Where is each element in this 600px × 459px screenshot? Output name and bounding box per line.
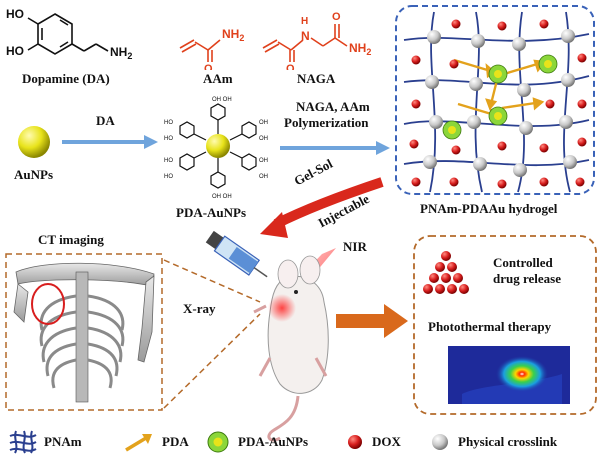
naga-nh2-sub: 2 bbox=[366, 47, 371, 57]
aam-o: O bbox=[204, 63, 213, 70]
ct-connector bbox=[163, 259, 261, 409]
dopamine-ho-top: HO bbox=[6, 7, 24, 21]
naga-label: NAGA bbox=[297, 71, 336, 86]
dopamine-nh2-sub: 2 bbox=[127, 51, 132, 61]
hydrogel-label: PNAm-PDAAu hydrogel bbox=[420, 201, 558, 216]
aunps-label: AuNPs bbox=[14, 167, 54, 182]
naga-nh2: NH bbox=[349, 41, 366, 55]
svg-text:OH OH: OH OH bbox=[212, 97, 232, 103]
therapy-arrow bbox=[336, 304, 408, 338]
dopamine-ho-bottom: HO bbox=[6, 44, 24, 58]
da-arrow bbox=[62, 135, 158, 149]
svg-text:NH2: NH2 bbox=[110, 45, 132, 61]
pda-aunps-label: PDA-AuNPs bbox=[176, 205, 247, 220]
svg-text:HO: HO bbox=[164, 136, 173, 142]
naga-structure: H N O O NH2 bbox=[262, 11, 371, 70]
aam-structure: NH2 O bbox=[179, 27, 244, 70]
aam-nh2: NH bbox=[222, 27, 239, 41]
mouse-figure bbox=[253, 248, 336, 442]
svg-text:OH: OH bbox=[259, 158, 268, 164]
naga-n: N bbox=[301, 29, 310, 43]
pnam-network-icon bbox=[9, 430, 37, 454]
legend-dox-label: DOX bbox=[372, 434, 401, 449]
svg-text:HO: HO bbox=[164, 174, 173, 180]
svg-text:OH: OH bbox=[259, 136, 268, 142]
legend-dox: DOX bbox=[344, 430, 401, 454]
aunp-particle bbox=[18, 126, 50, 158]
legend-pda-aunps: PDA-AuNPs bbox=[204, 430, 308, 454]
legend-pnam: PNAm bbox=[8, 430, 82, 454]
xray-label: X-ray bbox=[183, 301, 216, 316]
da-arrow-label: DA bbox=[96, 113, 115, 128]
aam-label: AAm bbox=[203, 71, 233, 86]
therapy-box bbox=[413, 235, 597, 415]
polymerization-arrow bbox=[280, 141, 390, 155]
pda-aunp-complex: OH OH OH OH HO HO OH OH HO HO OH OH bbox=[164, 97, 268, 200]
legend-pnam-label: PNAm bbox=[44, 434, 82, 449]
ct-imaging-label: CT imaging bbox=[38, 232, 104, 247]
polymerization-line1: NAGA, AAm bbox=[296, 99, 370, 114]
legend-crosslink-label: Physical crosslink bbox=[458, 434, 558, 449]
physical-crosslink-icon bbox=[432, 434, 448, 450]
dopamine-nh2: NH bbox=[110, 45, 127, 59]
svg-text:OH: OH bbox=[259, 120, 268, 126]
svg-text:OH OH: OH OH bbox=[212, 194, 232, 200]
polymerization-line2: Polymerization bbox=[284, 115, 369, 130]
legend-pda-label: PDA bbox=[162, 434, 189, 449]
ct-image-box bbox=[5, 253, 163, 411]
pda-arrow-icon bbox=[125, 434, 152, 452]
dopamine-label: Dopamine (DA) bbox=[22, 71, 110, 86]
svg-text:NH2: NH2 bbox=[349, 41, 371, 57]
legend-pda: PDA bbox=[122, 430, 189, 454]
legend-crosslink: Physical crosslink bbox=[428, 430, 557, 454]
dox-icon bbox=[348, 435, 362, 449]
aam-nh2-sub: 2 bbox=[239, 33, 244, 43]
naga-h: H bbox=[301, 16, 308, 27]
svg-text:HO: HO bbox=[164, 158, 173, 164]
nir-label: NIR bbox=[343, 239, 367, 254]
legend-pda-aunps-label: PDA-AuNPs bbox=[238, 434, 309, 449]
pda-aunp-icon bbox=[207, 431, 229, 453]
naga-o-top: O bbox=[332, 11, 341, 23]
hydrogel-network bbox=[395, 5, 595, 195]
svg-text:NH2: NH2 bbox=[222, 27, 244, 43]
dopamine-structure: HO HO NH2 bbox=[6, 7, 132, 61]
svg-text:OH: OH bbox=[259, 174, 268, 180]
injectable-arrow bbox=[260, 177, 384, 238]
photothermal-label: Photothermal therapy bbox=[428, 319, 552, 334]
svg-text:HO: HO bbox=[164, 120, 173, 126]
controlled-line2: drug release bbox=[493, 271, 561, 286]
syringe bbox=[205, 230, 268, 278]
controlled-line1: Controlled bbox=[493, 255, 553, 270]
naga-o-left: O bbox=[286, 63, 295, 70]
